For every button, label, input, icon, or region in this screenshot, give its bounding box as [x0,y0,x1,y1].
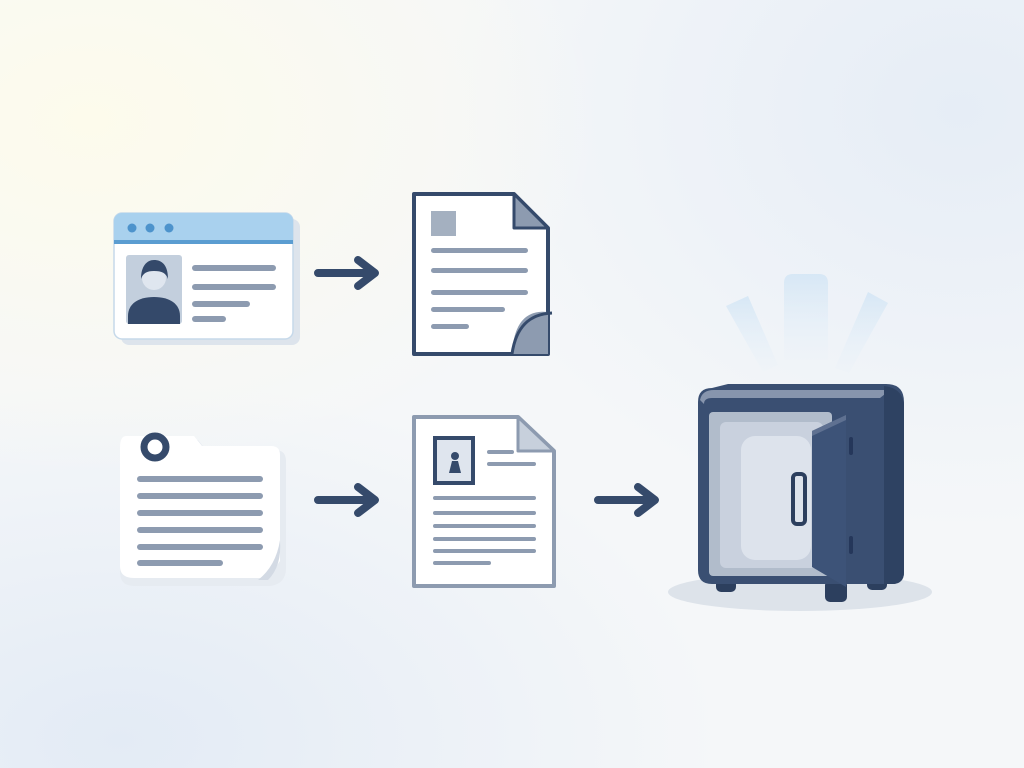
photo-icon [433,436,475,485]
safe-door [812,415,853,587]
right-arrow-icon [314,483,379,517]
safe-glow [726,274,888,373]
right-arrow-icon [314,256,379,290]
profile-web-page-icon [113,212,300,345]
avatar-icon [126,255,182,324]
safe-handle [791,472,807,526]
document-with-photo-icon [412,415,556,588]
sticky-note-icon [120,432,286,586]
right-arrow-icon [594,483,659,517]
document-page-curl-icon [412,192,553,356]
safe-icon [668,384,932,611]
